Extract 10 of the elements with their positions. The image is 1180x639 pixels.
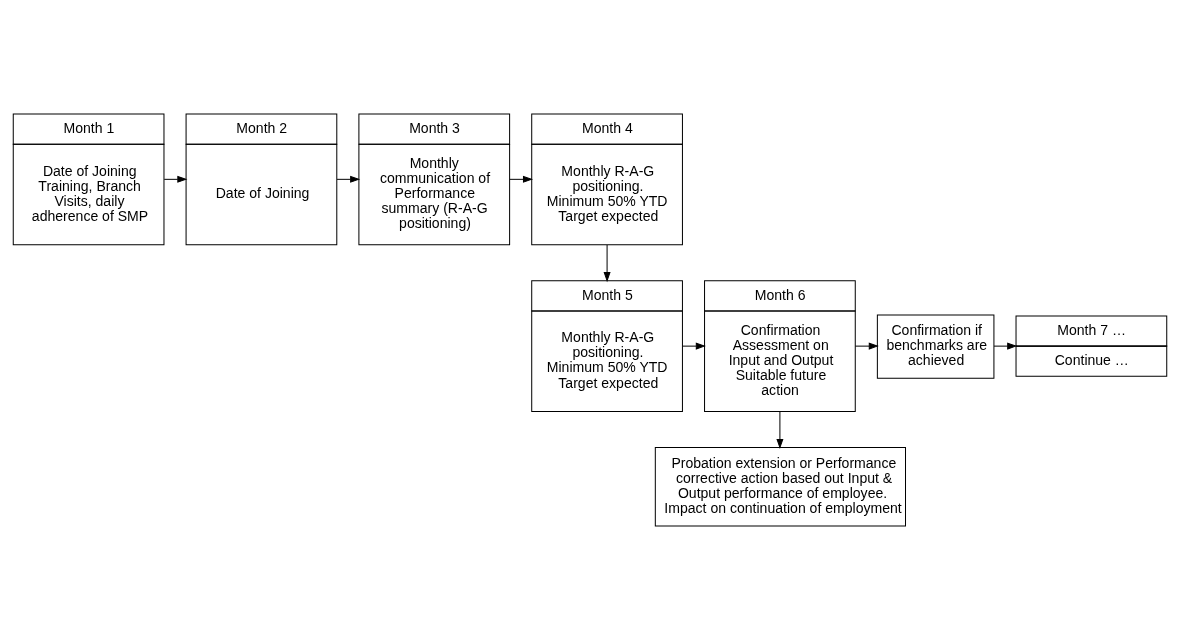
arrow [336,175,360,183]
arrow [854,342,878,349]
arrow [993,342,1017,349]
node-box: Confirmation if benchmarks are achieved [876,314,995,379]
arrow [163,175,187,183]
node-box: Probation extension or Performance corrective action based out Input & Output performance of employee. Impact on continuation of employment [654,446,906,526]
arrow [603,244,611,281]
arrow [509,175,532,183]
arrow [776,410,784,448]
arrow [682,342,705,349]
